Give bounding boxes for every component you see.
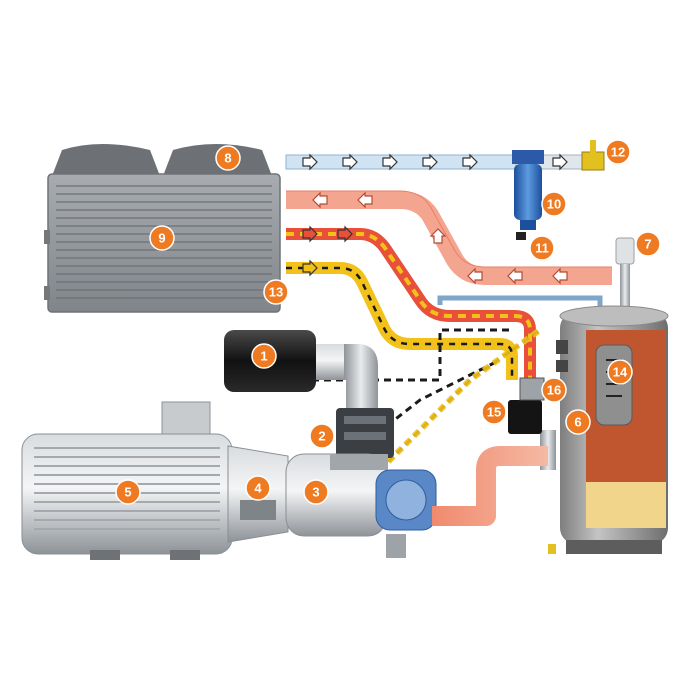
label-number: 15 <box>487 405 501 420</box>
label-badge-16: 16 <box>541 377 567 403</box>
air-intake-filter <box>224 330 378 412</box>
scavenge-line <box>437 295 603 312</box>
label-number: 7 <box>644 237 651 252</box>
label-badge-3: 3 <box>303 479 329 505</box>
compressor-airend <box>285 453 437 558</box>
label-number: 8 <box>224 151 231 166</box>
label-badge-8: 8 <box>215 145 241 171</box>
label-badge-6: 6 <box>565 409 591 435</box>
intake-valve <box>336 408 394 458</box>
safety-valve <box>615 237 635 306</box>
label-badge-5: 5 <box>115 479 141 505</box>
label-badge-7: 7 <box>635 231 661 257</box>
label-badge-12: 12 <box>605 139 631 165</box>
label-number: 1 <box>260 349 267 364</box>
label-number: 4 <box>254 481 262 496</box>
label-badge-2: 2 <box>309 423 335 449</box>
label-number: 9 <box>158 231 165 246</box>
label-number: 13 <box>269 285 283 300</box>
label-number: 12 <box>611 145 625 160</box>
label-badge-4: 4 <box>245 475 271 501</box>
label-badge-10: 10 <box>541 191 567 217</box>
air-outlet-valve <box>581 140 605 171</box>
label-number: 14 <box>613 365 628 380</box>
label-badge-15: 15 <box>481 399 507 425</box>
discharge-pipe <box>432 446 548 526</box>
label-number: 3 <box>312 485 319 500</box>
label-badge-11: 11 <box>529 235 555 261</box>
label-number: 11 <box>535 241 549 256</box>
label-badge-13: 13 <box>263 279 289 305</box>
label-number: 10 <box>547 197 561 212</box>
thermostatic-valve <box>519 377 545 401</box>
label-badge-14: 14 <box>607 359 633 385</box>
label-badge-1: 1 <box>251 343 277 369</box>
label-number: 16 <box>547 383 561 398</box>
label-badge-9: 9 <box>149 225 175 251</box>
separator-element <box>595 344 633 426</box>
cool-air-pipe <box>285 154 594 170</box>
label-number: 6 <box>574 415 581 430</box>
line-filter <box>512 150 544 240</box>
label-number: 5 <box>124 485 131 500</box>
oil-filter <box>508 400 542 434</box>
label-number: 2 <box>318 429 325 444</box>
